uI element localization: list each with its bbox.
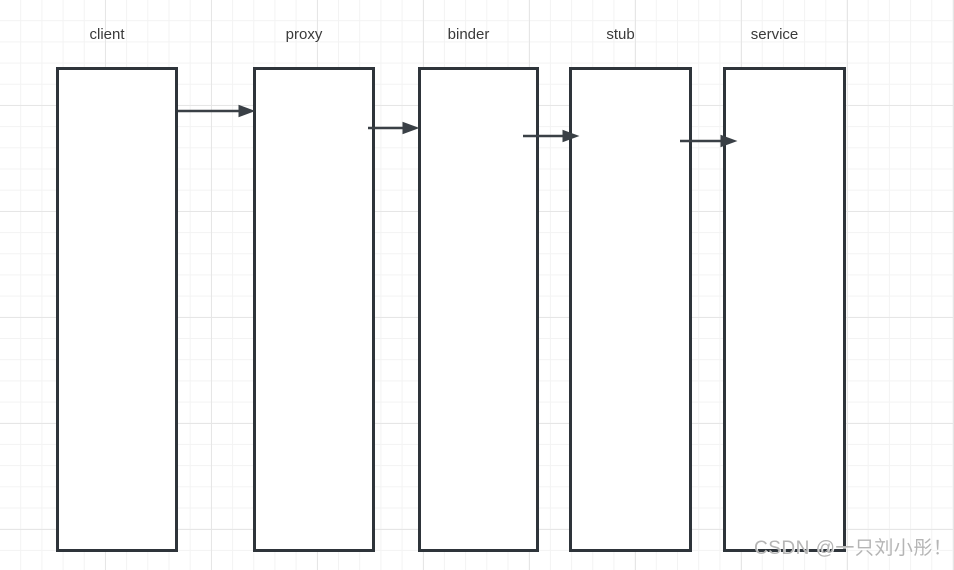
arrow-client-to-proxy <box>178 104 256 118</box>
node-proxy <box>253 67 375 552</box>
node-client <box>56 67 178 552</box>
node-label-service: service <box>750 26 799 43</box>
node-binder <box>418 67 539 552</box>
node-stub <box>569 67 692 552</box>
node-label-proxy: proxy <box>285 26 323 43</box>
node-service <box>723 67 846 552</box>
node-label-binder: binder <box>447 26 490 43</box>
watermark: CSDN @一只刘小彤！ <box>754 538 953 559</box>
arrow-proxy-to-binder <box>368 121 420 135</box>
node-label-client: client <box>89 26 125 43</box>
node-label-stub: stub <box>606 26 635 43</box>
